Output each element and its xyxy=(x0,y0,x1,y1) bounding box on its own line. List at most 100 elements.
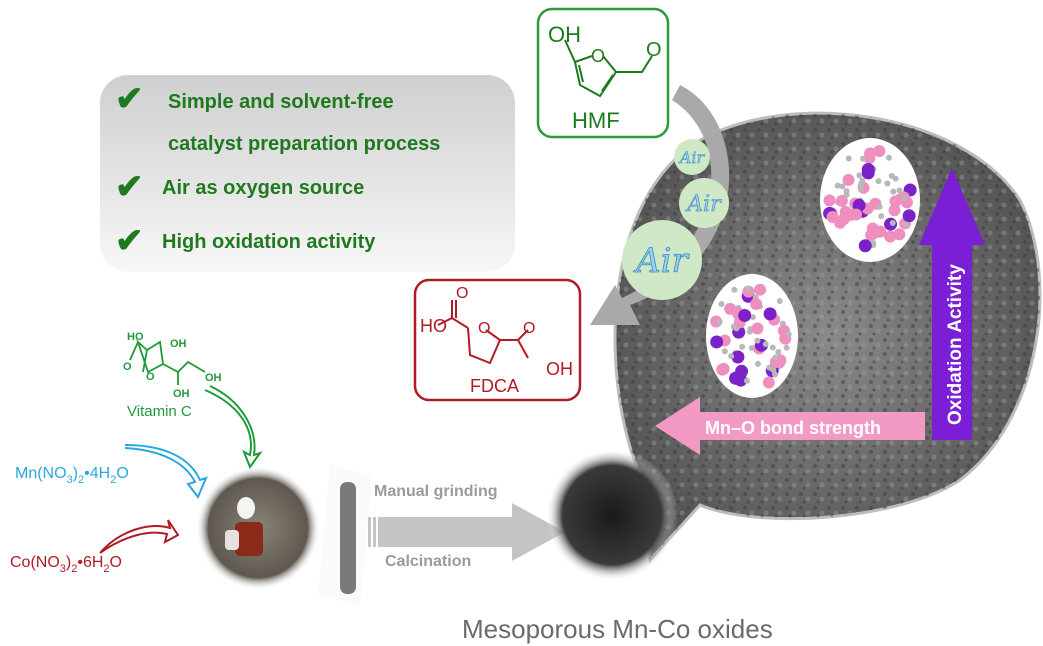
svg-text:O: O xyxy=(456,285,468,302)
atom xyxy=(850,208,863,221)
atom xyxy=(858,186,865,193)
atom xyxy=(888,204,901,217)
atom xyxy=(823,194,836,207)
checkmark-icon: ✔ xyxy=(115,168,144,206)
atom xyxy=(892,175,899,182)
atom xyxy=(856,172,863,179)
atom xyxy=(730,323,737,330)
atom xyxy=(842,173,855,186)
atom xyxy=(716,318,723,325)
atom xyxy=(875,178,882,185)
atom xyxy=(729,371,743,385)
atom xyxy=(839,183,846,190)
svg-text:HO: HO xyxy=(420,316,447,336)
hmf-box: OH O O HMF xyxy=(536,7,670,139)
svg-text:O: O xyxy=(146,371,155,383)
air-label: Air xyxy=(678,148,706,167)
atom xyxy=(721,348,728,355)
crystal-inset xyxy=(820,138,920,262)
atom xyxy=(845,155,852,162)
fdca-box: O HO O O OH FDCA xyxy=(413,278,582,402)
atom xyxy=(718,301,725,308)
atom xyxy=(772,354,779,361)
atom xyxy=(762,376,775,389)
atom xyxy=(731,286,738,293)
atom xyxy=(710,335,724,349)
atom xyxy=(775,348,782,355)
svg-text:OH: OH xyxy=(548,22,581,47)
benefit-1-line1: Simple and solvent-free xyxy=(168,91,394,113)
hmf-label: HMF xyxy=(572,108,620,133)
co-precursor-arrow xyxy=(99,519,180,554)
benefits-box: ✔ Simple and solvent-free catalyst prepa… xyxy=(100,75,515,272)
checkmark-icon: ✔ xyxy=(115,222,144,260)
atom xyxy=(896,187,903,194)
atom xyxy=(889,220,896,227)
atom xyxy=(834,182,841,189)
svg-text:O: O xyxy=(123,361,132,373)
crystal-inset xyxy=(706,274,798,398)
atom xyxy=(873,144,886,157)
checkmark-icon: ✔ xyxy=(115,80,144,118)
mn-precursor-label: Mn(NO3)2•4H2O xyxy=(15,465,129,486)
benefit-3: High oxidation activity xyxy=(162,231,376,253)
co-precursor-label: Co(NO3)2•6H2O xyxy=(10,554,122,575)
atom xyxy=(838,212,851,225)
atom xyxy=(754,283,767,296)
atom xyxy=(754,337,761,344)
atom xyxy=(893,228,906,241)
atom xyxy=(876,203,883,210)
step-grinding-label: Manual grinding xyxy=(374,483,498,500)
bond-strength-arrow: Mn–O bond strength xyxy=(655,397,925,455)
atom xyxy=(766,364,773,371)
step-calcination-label: Calcination xyxy=(385,553,471,570)
vitamin-c-label: Vitamin C xyxy=(127,403,192,420)
atom xyxy=(743,377,750,384)
svg-text:O: O xyxy=(591,46,605,66)
atom xyxy=(866,222,879,235)
pestle-photo xyxy=(318,465,372,605)
atom xyxy=(884,180,891,187)
atom xyxy=(901,194,908,201)
atom xyxy=(783,344,790,351)
atom xyxy=(835,194,848,207)
atom xyxy=(843,191,850,198)
atom xyxy=(885,154,892,161)
vitamin-c-arrow xyxy=(204,385,263,470)
atom xyxy=(762,341,769,348)
mn-precursor-arrow xyxy=(124,444,208,499)
atom xyxy=(750,298,763,311)
air-label: Air xyxy=(633,241,689,281)
atom xyxy=(749,314,756,321)
svg-text:Oxidation Activity: Oxidation Activity xyxy=(945,264,966,425)
atom xyxy=(859,177,866,184)
oxidation-activity-arrow: Oxidation Activity xyxy=(919,168,985,440)
atom xyxy=(745,285,752,292)
atom xyxy=(716,363,729,376)
atom xyxy=(890,188,897,195)
hmf-structure xyxy=(564,39,653,98)
air-bubbles: Air Air Air xyxy=(622,139,729,300)
atom xyxy=(728,353,735,360)
atom xyxy=(763,307,777,321)
atom xyxy=(884,230,897,243)
atom xyxy=(769,344,776,351)
cobalt-salt xyxy=(235,522,263,556)
atom xyxy=(731,350,745,364)
atom xyxy=(785,331,792,338)
atom xyxy=(755,360,762,367)
svg-text:O: O xyxy=(523,320,535,337)
svg-text:HO: HO xyxy=(127,331,144,343)
svg-text:OH: OH xyxy=(170,338,187,350)
atom xyxy=(858,239,872,253)
process-arrow: Manual grinding Calcination xyxy=(368,483,565,570)
benefit-2: Air as oxygen source xyxy=(162,177,364,199)
svg-text:OH: OH xyxy=(205,372,222,384)
vitamin-c-structure: HO OH O O OH OH Vitamin C xyxy=(123,331,222,420)
atom xyxy=(859,155,866,162)
svg-text:OH: OH xyxy=(546,359,573,379)
atom xyxy=(772,371,779,378)
svg-text:O: O xyxy=(646,39,662,61)
